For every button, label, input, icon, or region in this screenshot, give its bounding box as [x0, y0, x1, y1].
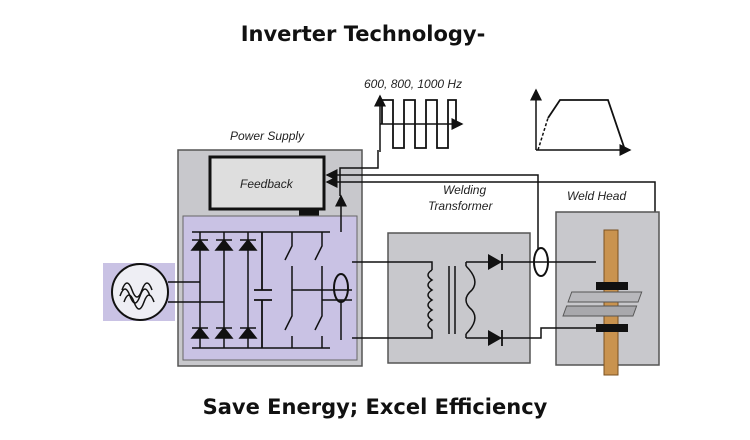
feedback-label: Feedback — [240, 177, 294, 191]
square-wave-icon: 600, 800, 1000 Hz — [364, 77, 464, 152]
transformer-panel — [387, 232, 531, 364]
transformer-label-line2: Transformer — [428, 199, 493, 213]
capacitor-icon — [254, 232, 272, 348]
diode-icon — [183, 231, 262, 349]
diode-icon — [488, 254, 503, 346]
current-sensor-icon — [333, 273, 349, 303]
weld-profile-icon — [530, 88, 632, 156]
ac-source-icon — [103, 263, 175, 321]
transformer-label-line1: Welding — [443, 183, 486, 197]
frequency-label: 600, 800, 1000 Hz — [364, 77, 462, 91]
weld-head-label: Weld Head — [567, 189, 626, 203]
page-title: Inverter Technology- — [240, 22, 486, 46]
feedback-box — [208, 155, 326, 211]
switch-icon — [262, 231, 352, 349]
power-supply-label: Power Supply — [230, 129, 305, 143]
tagline: Save Energy; Excel Efficiency — [202, 395, 548, 419]
inverter-circuit — [182, 215, 358, 361]
